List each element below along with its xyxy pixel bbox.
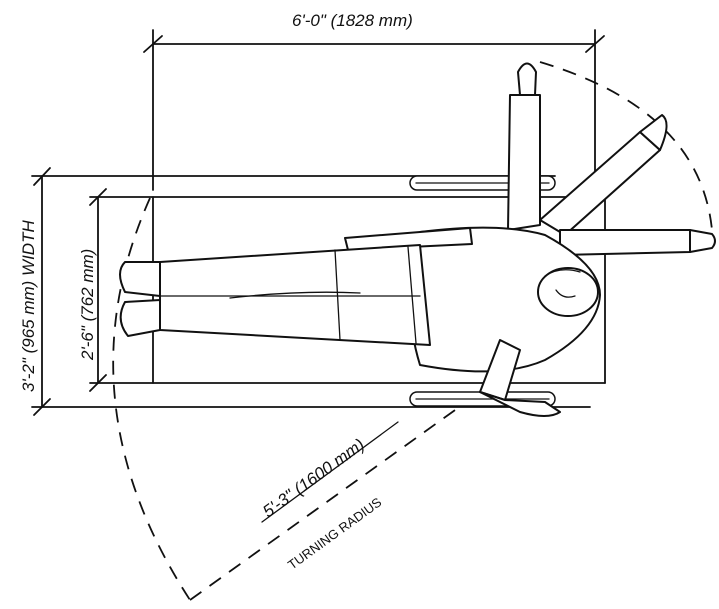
turning-radius-value: 5'-3" (1600 mm) (259, 435, 368, 521)
turning-radius-line (189, 384, 491, 601)
length-dimension: 6'-0" (1828 mm) (143, 11, 605, 191)
turning-radius-arc-right (539, 61, 713, 231)
person-figure (119, 62, 716, 417)
turning-radius-labels: 5'-3" (1600 mm) TURNING RADIUS (259, 421, 399, 572)
turning-radius-caption: TURNING RADIUS (285, 494, 385, 572)
length-label: 6'-0" (1828 mm) (292, 11, 413, 30)
outer-width-label: 3'-2" (965 mm) WIDTH (19, 220, 38, 392)
inner-width-label: 2'-6" (762 mm) (78, 249, 97, 361)
turning-radius-arc (112, 197, 191, 601)
turning-radius-underline (261, 421, 399, 523)
